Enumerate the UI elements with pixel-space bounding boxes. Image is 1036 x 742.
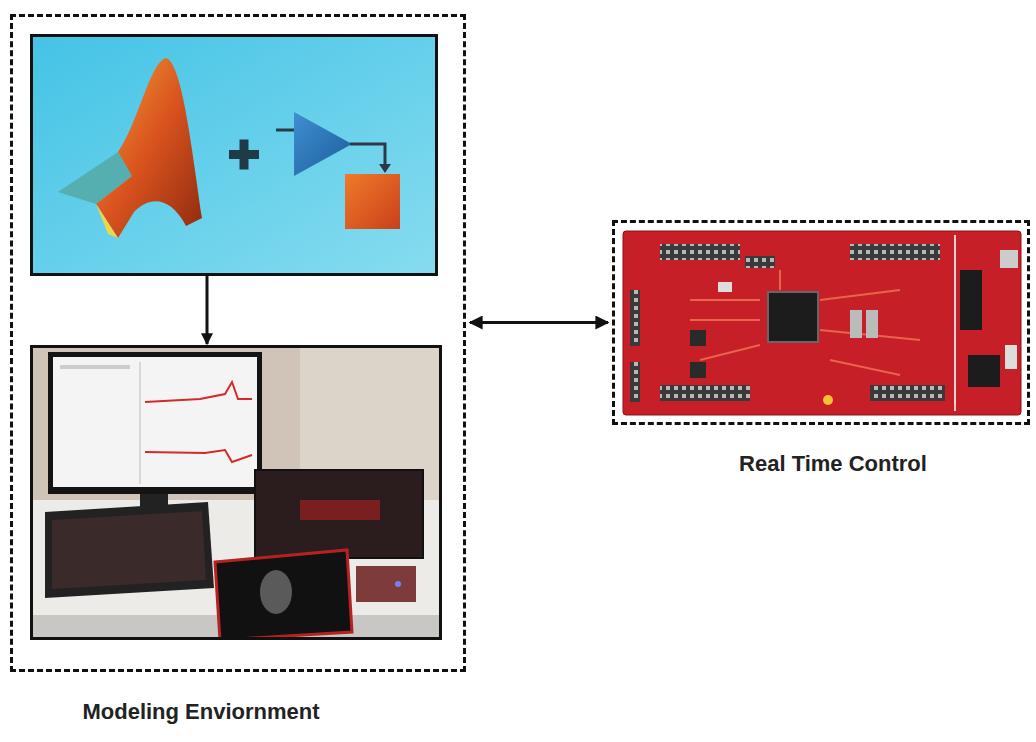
simulink-logo — [276, 112, 400, 229]
laptop-emblem — [300, 500, 380, 520]
keyboard-keys — [52, 511, 206, 589]
group-heading: Modeling Enviornment — [82, 699, 319, 725]
usb-chip — [960, 270, 982, 330]
board-led — [395, 581, 401, 587]
pin-header — [850, 244, 940, 260]
pin-header — [660, 385, 750, 401]
software-logo-box — [32, 36, 437, 275]
logo-peak — [96, 58, 202, 238]
board-pcb — [623, 231, 1021, 415]
screen-plot — [145, 382, 252, 402]
board-traces — [690, 270, 920, 375]
logo-triangle — [294, 112, 352, 176]
processor-chip — [768, 292, 818, 342]
debug-chip — [968, 355, 1000, 387]
screen-panel — [60, 365, 130, 369]
pin-header — [630, 290, 640, 346]
pin-header — [745, 256, 775, 268]
monitor — [48, 352, 262, 494]
board-led — [823, 395, 833, 405]
logo-line — [350, 144, 385, 166]
label-holder: Real Time Control — [739, 451, 927, 477]
workstation-photo — [33, 348, 439, 637]
crystal — [1005, 345, 1017, 369]
laptop — [255, 470, 423, 558]
pin-header — [630, 362, 640, 402]
matlab-logo — [58, 58, 202, 238]
dashed-group-box: Modeling Enviornment — [10, 14, 466, 672]
plus-sign — [229, 140, 259, 170]
usb-connector — [1000, 250, 1018, 268]
monitor-screen — [53, 357, 257, 487]
screen-divider — [140, 362, 141, 484]
label-holder: Modeling Enviornment — [82, 699, 319, 725]
control-board — [623, 231, 1021, 415]
plus-bar — [240, 140, 249, 170]
logo-arrowhead — [379, 164, 391, 173]
screen-plot — [145, 450, 252, 462]
keyboard — [45, 502, 214, 598]
crystal — [718, 282, 732, 292]
mouse — [260, 570, 292, 614]
small-chip — [690, 330, 706, 346]
small-chip — [690, 362, 706, 378]
mouse-pad — [215, 550, 352, 637]
logo-tip — [96, 204, 118, 238]
small-board — [356, 566, 416, 602]
logo-line — [276, 129, 296, 132]
switch — [850, 310, 862, 338]
inner-arrow — [206, 276, 209, 344]
board-divider — [954, 235, 956, 411]
switch — [866, 310, 878, 338]
double-arrow — [470, 321, 608, 324]
logo-square — [345, 174, 400, 229]
pin-header — [870, 385, 945, 401]
group-heading: Real Time Control — [739, 451, 927, 477]
dashed-group-box: Real Time Control — [612, 220, 1030, 425]
pin-header — [660, 244, 740, 260]
